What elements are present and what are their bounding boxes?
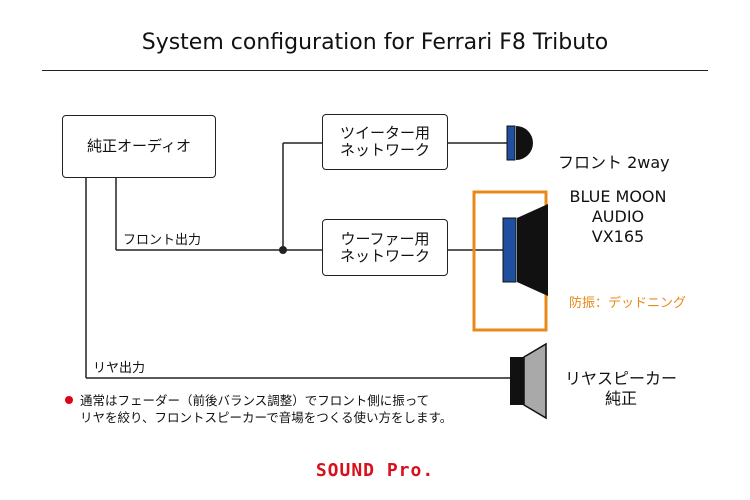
tweeter-network-line2: ネットワーク xyxy=(339,141,430,159)
front-output-label: フロント出力 xyxy=(123,233,202,248)
note-line1: 通常はフェーダー（前後バランス調整）でフロント側に振って xyxy=(80,393,430,408)
head-unit-box: 純正オーディオ xyxy=(62,115,216,178)
note-line2: リヤを絞り、フロントスピーカーで音場をつくる使い方をします。 xyxy=(80,410,453,425)
junction-dot xyxy=(279,246,287,254)
speaker-model-line2: AUDIO xyxy=(591,207,645,226)
tweeter-network-line1: ツイーター用 xyxy=(339,124,430,142)
front-system-label: フロント 2way xyxy=(558,153,670,172)
woofer-network-line2: ネットワーク xyxy=(339,246,430,265)
head-unit-label: 純正オーディオ xyxy=(87,137,191,155)
deadening-label: 防振：デッドニング xyxy=(569,296,687,311)
speaker-model-line3: VX165 xyxy=(591,227,645,246)
note-bullet xyxy=(65,396,73,404)
tweeter-icon xyxy=(506,125,533,161)
rear-speaker-line2: 純正 xyxy=(604,389,637,408)
rear-speaker-label: リヤスピーカー 純正 xyxy=(551,369,691,409)
tweeter-network-box: ツイーター用 ネットワーク xyxy=(322,114,448,170)
rear-output-label: リヤ出力 xyxy=(93,361,146,376)
speaker-model-line1: BLUE MOON xyxy=(569,187,667,206)
diagram-title: System configuration for Ferrari F8 Trib… xyxy=(141,30,609,55)
woofer-network-line1: ウーファー用 xyxy=(340,229,430,248)
rear-speaker-icon xyxy=(510,342,547,420)
sound-pro-logo: SOUND Pro. xyxy=(315,460,435,481)
woofer-network-box: ウーファー用 ネットワーク xyxy=(322,219,448,276)
rear-speaker-line1: リヤスピーカー xyxy=(564,369,677,388)
woofer-icon xyxy=(502,204,548,296)
note-text: 通常はフェーダー（前後バランス調整）でフロント側に振って リヤを絞り、フロントス… xyxy=(80,392,452,426)
speaker-model-label: BLUE MOON AUDIO VX165 xyxy=(548,187,688,247)
title-rule xyxy=(42,70,708,71)
